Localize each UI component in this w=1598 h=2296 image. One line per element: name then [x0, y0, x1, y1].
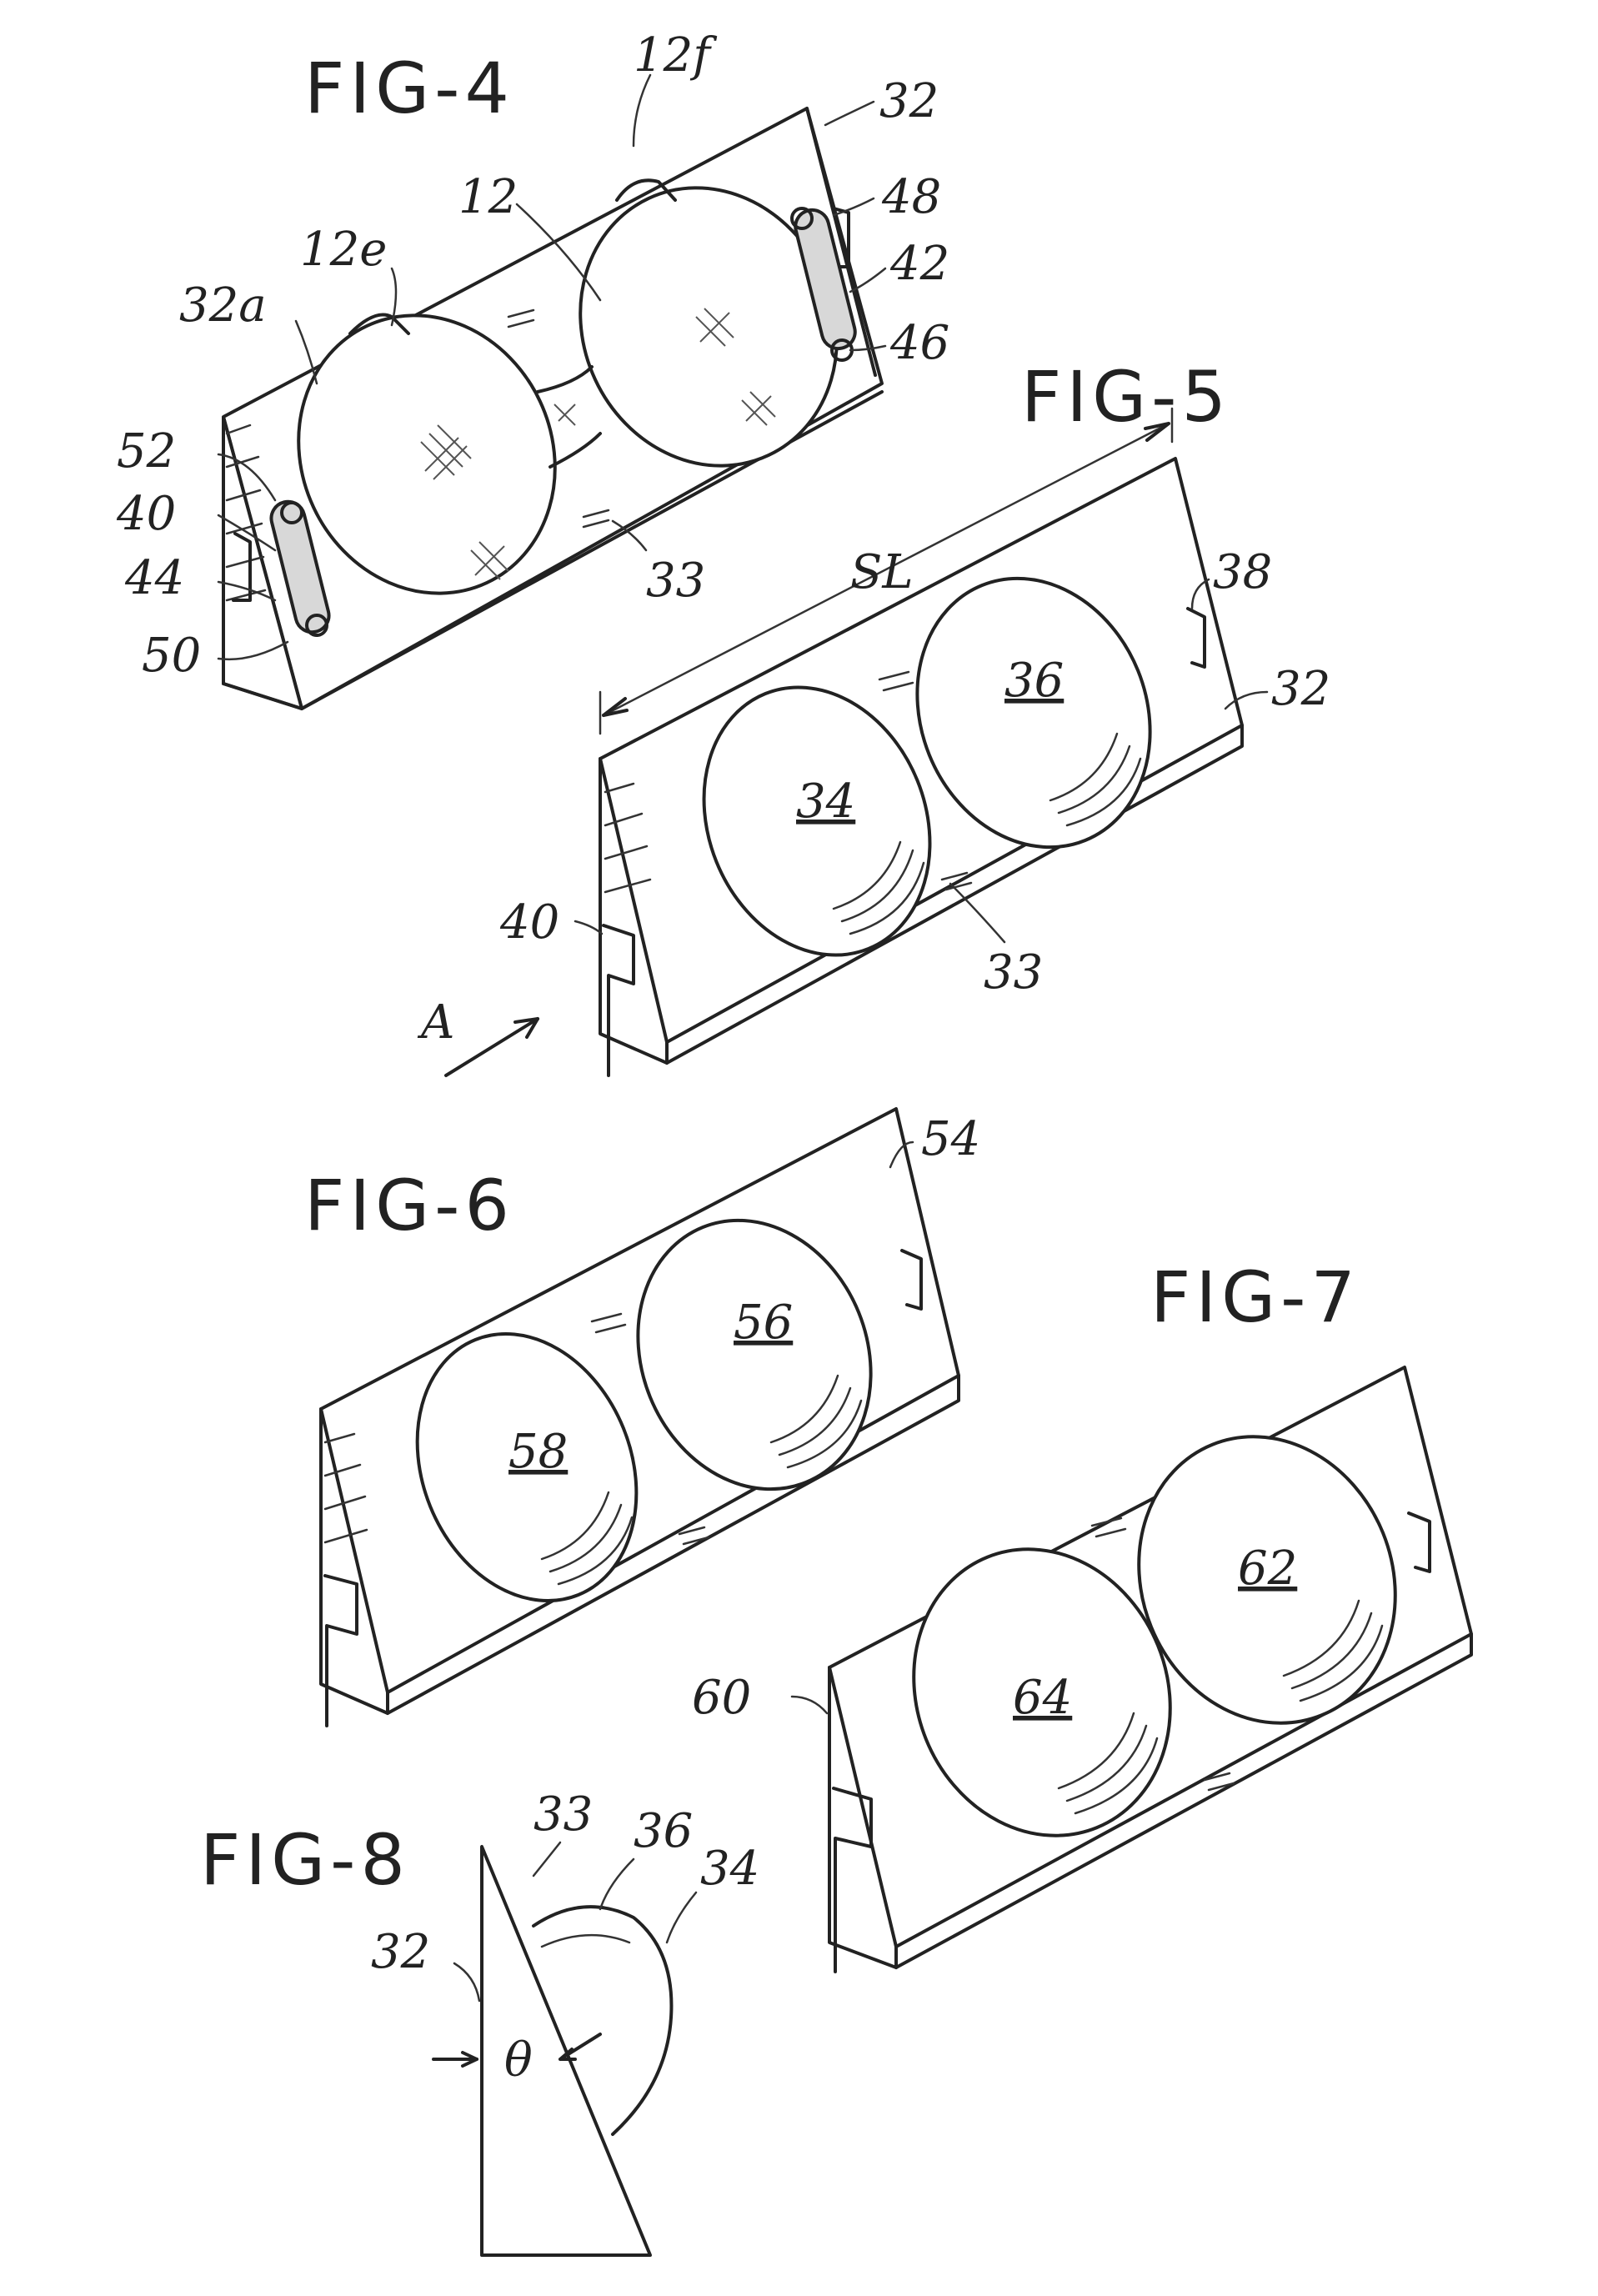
ref-46: 46	[889, 316, 949, 370]
ref-a: A	[417, 995, 454, 1050]
ref-33-fig4: 33	[646, 554, 705, 608]
fig6-left-notch	[325, 1576, 357, 1726]
ref-42: 42	[889, 237, 949, 291]
ref-40-fig4: 40	[116, 487, 176, 541]
fig5-left-notch	[604, 925, 634, 1075]
ref-32-fig4: 32	[879, 74, 939, 128]
ref-36-fig5: 36	[1004, 654, 1064, 708]
fig7-label: FIG-7	[1150, 1256, 1360, 1338]
fig8-inner-cup	[542, 1935, 629, 1947]
ref-58: 58	[508, 1425, 568, 1479]
ref-52: 52	[117, 424, 176, 479]
fig8-label: FIG-8	[200, 1819, 410, 1901]
fig5-sl-arrow-left	[604, 699, 627, 715]
ref-32-fig5: 32	[1271, 662, 1330, 716]
fig8-arrow-left	[433, 2053, 477, 2066]
ref-50: 50	[142, 629, 201, 683]
fig5-arrow-a	[446, 1019, 538, 1075]
ref-33-fig5: 33	[984, 945, 1043, 1000]
fig7-drawing	[829, 1367, 1471, 1972]
fig5-label: FIG-5	[1021, 356, 1231, 438]
fig8-leader-32	[454, 1963, 479, 2001]
ref-12: 12	[458, 170, 518, 224]
ref-sl: SL	[850, 545, 914, 599]
ref-34-fig5: 34	[796, 775, 855, 829]
fig6-label: FIG-6	[304, 1165, 514, 1246]
ref-54: 54	[921, 1112, 980, 1166]
fig8-leader-33	[534, 1842, 560, 1876]
ref-64: 64	[1013, 1671, 1072, 1725]
ref-60: 60	[692, 1671, 751, 1725]
fig8-arrow-right	[560, 2034, 600, 2059]
ref-62: 62	[1238, 1542, 1297, 1596]
fig8-drawing	[433, 1842, 696, 2255]
ref-12f: 12f	[634, 28, 718, 83]
ref-44: 44	[124, 551, 184, 605]
ref-38: 38	[1213, 545, 1272, 599]
ref-32-fig8: 32	[371, 1925, 430, 1979]
ref-theta: θ	[504, 2033, 533, 2088]
fig4-label: FIG-4	[304, 48, 514, 129]
ref-48: 48	[881, 170, 941, 224]
fig8-leader-34	[667, 1892, 696, 1943]
fig4-drawing	[223, 108, 882, 709]
ref-32a: 32a	[179, 278, 267, 333]
ref-56: 56	[734, 1296, 793, 1350]
ref-34-fig8: 34	[700, 1842, 759, 1896]
fig8-leader-36	[600, 1859, 634, 1909]
ref-40-fig5: 40	[499, 895, 559, 950]
ref-36-fig8: 36	[634, 1804, 693, 1858]
ref-33-fig8: 33	[534, 1787, 593, 1842]
ref-12e: 12e	[300, 223, 387, 277]
fig5-arrow-a-head	[515, 1019, 538, 1037]
